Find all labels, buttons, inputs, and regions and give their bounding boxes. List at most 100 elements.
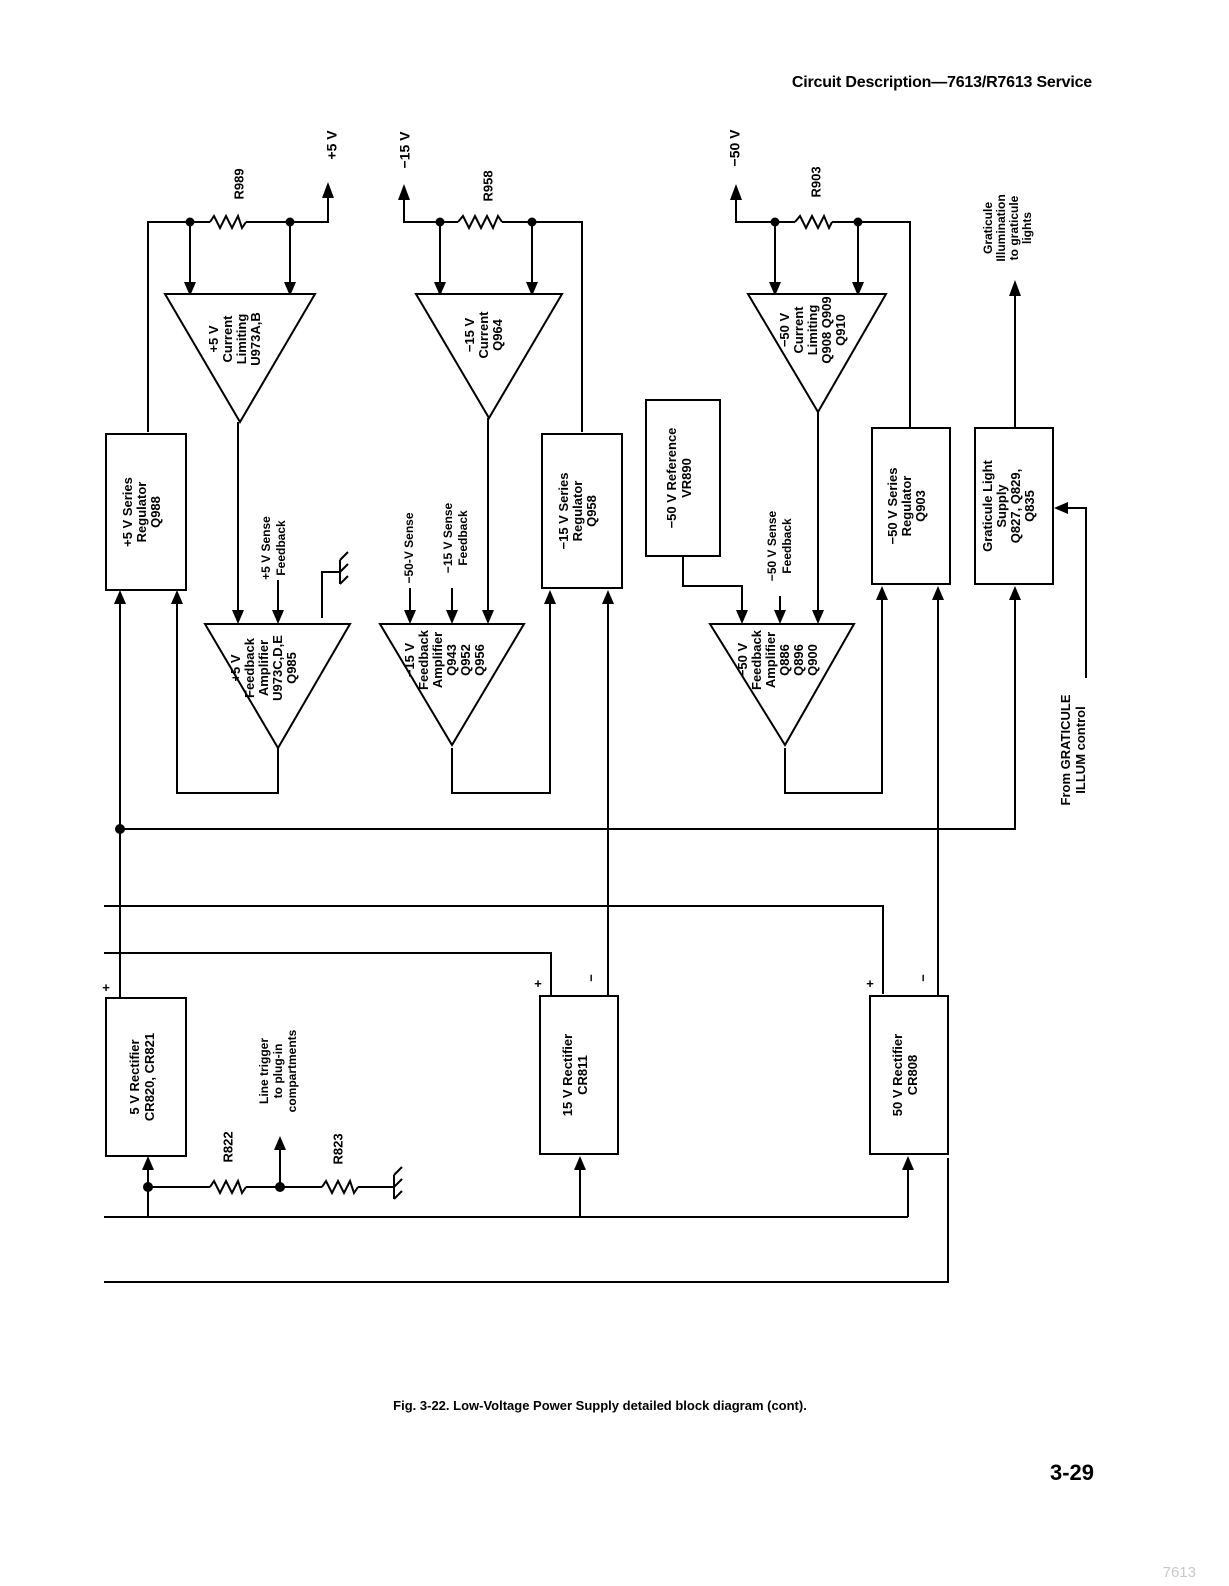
text-line: Q896: [791, 644, 806, 676]
text-line: Q952: [458, 644, 473, 676]
text-line: Q827, Q829,: [1008, 469, 1023, 543]
regulator-m15-label: −15 V Series Regulator Q958: [556, 473, 599, 550]
figure-caption: Fig. 3-22. Low-Voltage Power Supply deta…: [393, 1398, 807, 1413]
text-line: Q910: [833, 314, 848, 346]
regulator-p5-box: [105, 433, 187, 591]
text-line: Regulator: [134, 482, 149, 543]
rail-label-m50: −50 V: [727, 129, 743, 167]
text-line: Current: [791, 306, 806, 354]
text-line: lights: [1020, 212, 1034, 244]
arrowheads: [114, 182, 1068, 1170]
current-limit-m50-label: −50 V Current Limiting Q908 Q909 Q910: [777, 296, 848, 363]
regulator-m50-label: −50 V Series Regulator Q903: [885, 468, 928, 545]
page-header: Circuit Description—7613/R7613 Service: [791, 74, 1092, 91]
text-line: Q985: [284, 652, 299, 684]
text-line: Q988: [148, 496, 163, 528]
text-line: Regulator: [899, 476, 914, 537]
text-line: Q903: [913, 490, 928, 522]
rectifier-50v-box: [869, 995, 949, 1155]
text-line: Limiting: [234, 314, 249, 365]
page-number: 3-29: [1049, 1460, 1094, 1485]
text-line: Feedback: [416, 629, 431, 690]
text-line: ILLUM control: [1073, 706, 1088, 793]
feedback-amp-m15: [378, 623, 526, 747]
text-line: Feedback: [780, 518, 794, 574]
text-line: −15 V: [462, 318, 477, 353]
text-line: U973C,D,E: [270, 635, 285, 701]
sense-label-m50: −50 V Sense Feedback: [765, 510, 794, 581]
text-line: CR811: [575, 1055, 590, 1095]
wiring: [104, 195, 1087, 1283]
plus-mark: +: [102, 980, 110, 995]
text-line: +5 V Sense: [259, 516, 273, 580]
text-line: Q958: [584, 495, 599, 527]
plus-mark: +: [866, 976, 874, 991]
text-line: +5 V: [228, 654, 243, 681]
minus-mark: −: [915, 974, 930, 982]
text-line: Q886: [777, 644, 792, 676]
graticule-supply-box: [974, 427, 1054, 585]
regulator-m50-box: [871, 427, 951, 585]
text-line: Q964: [490, 318, 505, 351]
graticule-output-label: Graticule Illumination to graticule ligh…: [981, 194, 1034, 261]
rectifier-15v-label: 15 V Rectifier CR811: [560, 1034, 590, 1116]
text-line: Q908 Q909: [819, 296, 834, 363]
text-line: −50 V Sense: [765, 510, 779, 581]
text-line: Graticule: [981, 202, 995, 254]
text-line: 15 V Rectifier: [560, 1034, 575, 1116]
junction-dots: [115, 217, 863, 1192]
regulator-m15-box: [541, 433, 623, 589]
text-line: −50 V Series: [885, 468, 900, 545]
text-line: 50 V Rectifier: [890, 1034, 905, 1116]
sense-label-p5: +5 V Sense Feedback: [259, 516, 288, 580]
current-limit-m15: [414, 293, 564, 420]
text-line: −15 V: [402, 643, 417, 678]
text-line: −15 V Series: [556, 473, 571, 550]
text-line: to plug-in: [271, 1044, 285, 1099]
text-line: 5 V Rectifier: [127, 1039, 142, 1114]
text-line: Amplifier: [256, 640, 271, 696]
sense-label-m50-a: −50-V Sense: [402, 512, 416, 583]
text-line: Q956: [472, 644, 487, 676]
text-line: −50 V: [735, 643, 750, 678]
text-line: −50 V: [777, 313, 792, 348]
resistor-label-r958: R958: [480, 170, 495, 201]
feedback-amp-m50: [708, 623, 856, 747]
text-line: −50 V Reference: [664, 428, 679, 529]
feedback-amp-m50-label: −50 V Feedback Amplifier Q886 Q896 Q900: [735, 629, 820, 690]
feedback-amp-p5-label: +5 V Feedback Amplifier U973C,D,E Q985: [228, 635, 299, 701]
text-line: U973A,B: [248, 312, 263, 365]
text-line: Illumination: [994, 194, 1008, 261]
current-limit-p5-label: +5 V Current Limiting U973A,B: [206, 312, 263, 365]
current-limit-p5: [163, 293, 317, 424]
text-line: −15 V Sense: [441, 502, 455, 573]
regulator-p5-label: +5 V Series Regulator Q988: [120, 477, 163, 547]
text-line: Q900: [805, 644, 820, 676]
text-line: compartments: [285, 1029, 299, 1112]
feedback-amp-m15-label: −15 V Feedback Amplifier Q943 Q952 Q956: [402, 629, 487, 690]
resistor-label-r903: R903: [808, 166, 823, 197]
text-line: Graticule Light: [980, 459, 995, 551]
resistor-symbols: [209, 213, 833, 1196]
text-line: CR820, CR821: [142, 1033, 157, 1121]
rail-label-p5: +5 V: [324, 130, 340, 160]
text-line: Amplifier: [430, 632, 445, 688]
text-line: Current: [476, 311, 491, 359]
graticule-supply-label: Graticule Light Supply Q827, Q829, Q835: [980, 459, 1037, 551]
resistor-label-r823: R823: [330, 1133, 345, 1164]
polarity-marks: + + − + −: [102, 974, 930, 995]
rectifier-5v-box: [105, 997, 187, 1157]
resistor-label-r989: R989: [231, 168, 246, 199]
plus-mark: +: [534, 976, 542, 991]
text-line: Feedback: [456, 510, 470, 566]
text-line: Limiting: [805, 305, 820, 356]
reference-box: [645, 399, 721, 557]
text-line: +5 V Series: [120, 477, 135, 547]
text-line: Line trigger: [257, 1038, 271, 1104]
rectifier-50v-label: 50 V Rectifier CR808: [890, 1034, 920, 1116]
current-limit-m15-label: −15 V Current Q964: [462, 311, 505, 359]
text-line: Q835: [1022, 490, 1037, 522]
rail-label-m15: −15 V: [397, 131, 413, 169]
text-line: Supply: [994, 484, 1009, 528]
